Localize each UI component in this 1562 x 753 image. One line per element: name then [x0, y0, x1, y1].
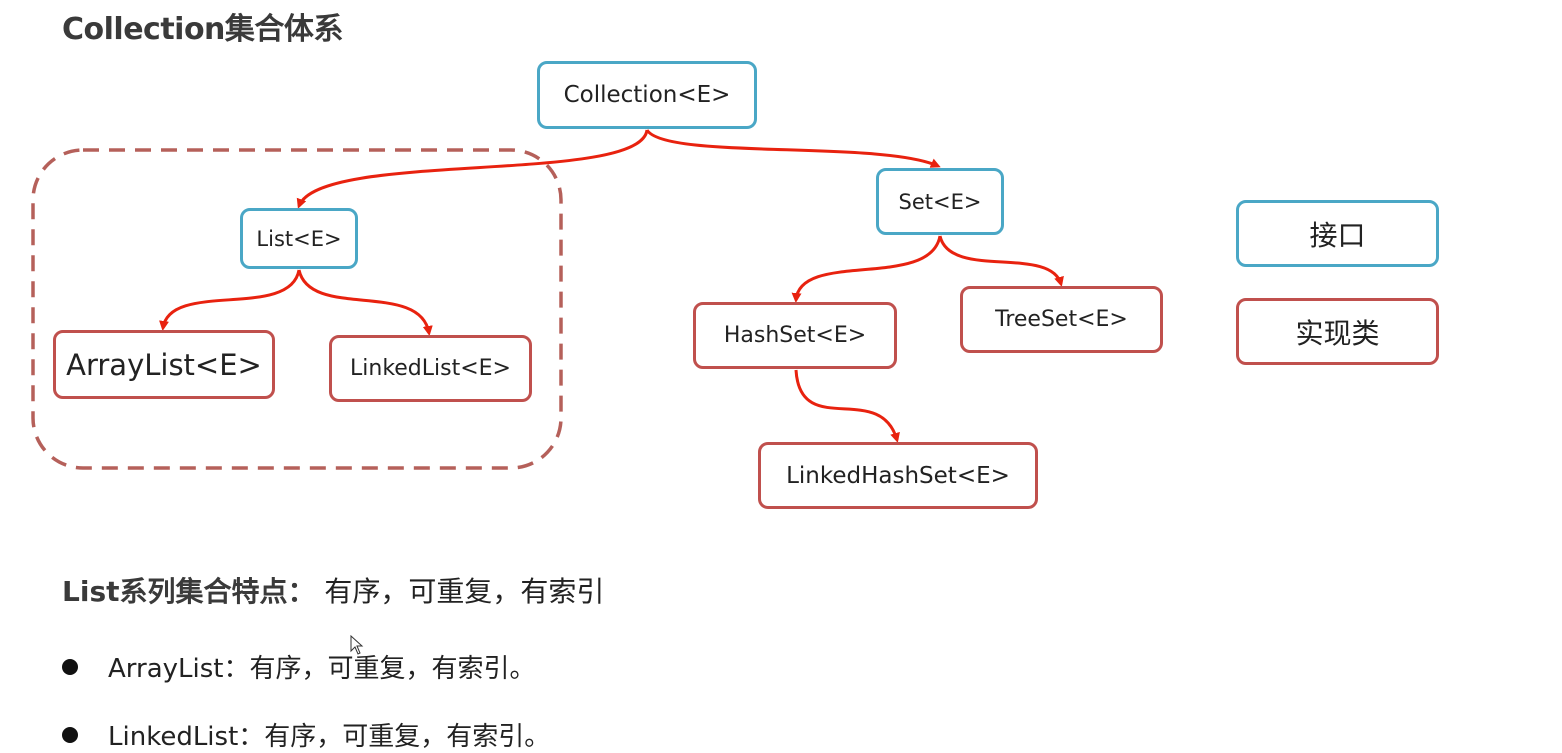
arrow-hashset-to-linkedhashset: [794, 369, 900, 443]
arrow-collection-to-set: [645, 129, 941, 168]
node-arraylist: ArrayList<E>: [53, 330, 275, 399]
bullet-text: LinkedList：有序，可重复，有索引。: [108, 722, 551, 752]
list-features-summary: List系列集合特点： 有序，可重复，有索引: [62, 570, 604, 610]
arrow-list-to-linkedlist: [297, 269, 433, 336]
node-collection: Collection<E>: [537, 61, 757, 129]
summary-lead: List系列集合特点：: [62, 575, 316, 608]
page-title: Collection集合体系: [62, 12, 343, 47]
arrow-set-to-hashset: [791, 235, 942, 303]
bullet-linkedlist: LinkedList：有序，可重复，有索引。: [62, 716, 550, 753]
node-treeset: TreeSet<E>: [960, 286, 1163, 353]
summary-text: 有序，可重复，有索引: [324, 575, 605, 608]
arrow-list-to-arraylist: [159, 269, 301, 331]
legend-implementation: 实现类: [1236, 298, 1439, 365]
node-set: Set<E>: [876, 168, 1004, 235]
bullet-dot: [62, 726, 78, 743]
node-hashset: HashSet<E>: [693, 302, 897, 369]
bullet-text: ArrayList：有序，可重复，有索引。: [108, 654, 536, 684]
bullet-dot: [62, 658, 78, 675]
node-linkedhashset: LinkedHashSet<E>: [758, 442, 1038, 509]
list-family-group-outline: [31, 148, 563, 470]
legend-interface: 接口: [1236, 200, 1439, 267]
node-list: List<E>: [240, 208, 358, 269]
mouse-cursor-icon: [350, 635, 364, 655]
node-linkedlist: LinkedList<E>: [329, 335, 532, 402]
bullet-arraylist: ArrayList：有序，可重复，有索引。: [62, 648, 535, 685]
arrow-set-to-treeset: [938, 235, 1064, 287]
arrow-collection-to-list: [296, 129, 649, 209]
